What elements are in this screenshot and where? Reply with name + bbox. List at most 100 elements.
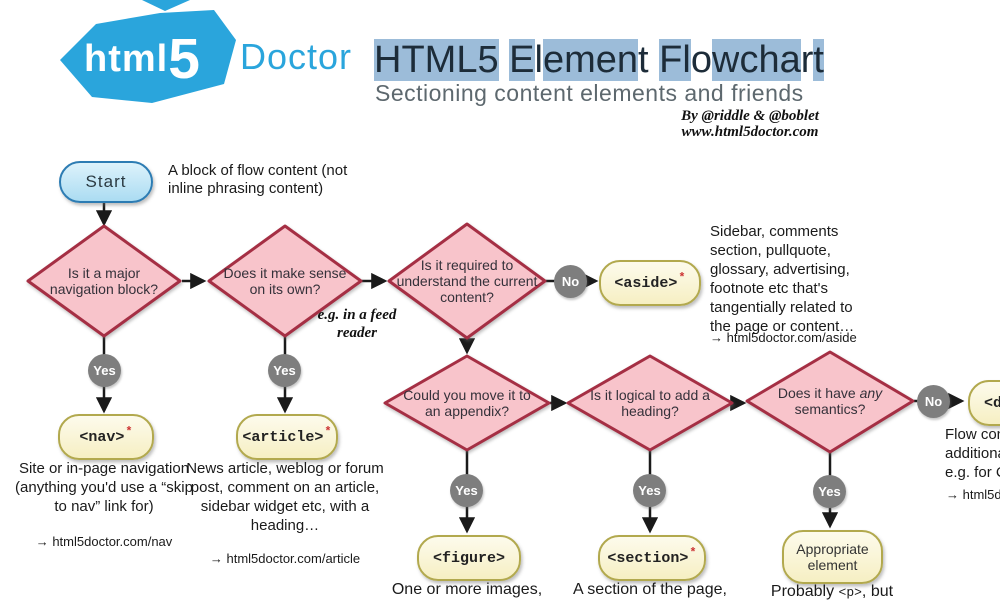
title-segment [649,39,660,81]
appropriate-line1: Appropriate [796,541,869,557]
article-node-label: <article>* [242,426,331,446]
logo-top-sliver [142,0,190,11]
diamond-article-question [207,224,363,338]
article-asterisk: * [324,424,332,439]
byline-site: www.html5doctor.com [681,124,819,140]
appropriate-line2: element [807,557,858,573]
div-node: <div> [968,380,1000,426]
section-asterisk: * [689,545,697,560]
div-desc-line2: additiona [945,445,1000,462]
title-segment: eme [542,39,617,81]
appropriate-desc-code: <p> [838,585,862,600]
semantics-q-pre: Does it have [777,385,860,401]
semantics-question-text: Does it have any semantics? [760,385,900,417]
div-desc-line1: Flow con [945,426,1000,443]
div-node-label: <div> [984,394,1000,412]
div-description: Flow con additiona e.g. for C [945,425,1000,482]
nav-node: <nav>* [58,414,154,460]
logo-hexagon [60,10,236,103]
semantics-q-post: semantics? [794,401,866,417]
logo-html5-text: html5 [84,26,200,92]
appropriate-element-node: Appropriate element [782,530,883,584]
yes-badge-section: Yes [633,474,666,507]
page-title: HTML5 Element Flowchart [374,39,824,82]
title-segment: H [374,39,402,81]
figure-description: One or more images, [391,581,543,598]
aside-node: <aside>* [599,260,701,306]
aside-tag: <aside> [614,274,678,292]
section-question-text: Is it logical to add a heading? [590,387,710,419]
nav-link: → html5doctor.com/nav [35,534,173,549]
title-segment: a [779,39,801,81]
appropriate-description: Probably <p>, but [771,582,893,600]
article-tag: <article> [242,428,324,446]
aside-link: → html5doctor.com/aside [710,330,857,345]
div-desc-line3: e.g. for C [945,464,1000,481]
aside-question-text: Is it required to understand the current… [396,257,538,305]
diamond-semantics-question [745,350,915,454]
logo-5-part: 5 [168,27,200,91]
appropriate-desc-post: , but [861,583,894,600]
diamond-aside-question [387,222,547,340]
figure-node: <figure> [417,535,521,581]
aside-node-label: <aside>* [614,272,685,292]
title-segment: L [456,39,478,81]
title-segment: r [800,39,814,81]
nav-description: Site or in-page navigation (anything you… [15,460,193,515]
start-label: Start [85,172,127,191]
feed-reader-note: e.g. in a feed reader [317,307,397,341]
diamond-section-question [566,354,734,452]
title-segment: w [711,39,740,81]
div-link: → html5d [946,487,1000,502]
title-segment: o [690,39,712,81]
diamond-figure-question [383,354,551,452]
section-node: <section>* [598,535,706,581]
article-description: News article, weblog or forum post, comm… [186,460,384,534]
nav-asterisk: * [125,424,133,439]
start-node: Start [59,161,153,203]
semantics-q-italic: any [859,385,883,401]
article-question-text: Does it make sense on its own? [223,265,347,297]
nav-tag: <nav> [79,428,125,446]
title-segment: T [401,39,425,81]
decision-diamonds [26,222,915,454]
title-segment: n [616,39,639,81]
title-segment: E [509,39,535,81]
section-node-label: <section>* [607,547,696,567]
no-badge-div: No [917,385,950,418]
yes-badge-figure: Yes [450,474,483,507]
title-segment: l [682,39,691,81]
title-segment: 5 [477,39,499,81]
yes-badge-article: Yes [268,354,301,387]
nav-question-text: Is it a major navigation block? [49,265,159,297]
html5-logo-badge [60,0,236,103]
section-description: A section of the page, [573,581,727,598]
section-tag: <section> [607,549,689,567]
article-link: → html5doctor.com/article [209,551,361,566]
byline: By @riddle & @boblet www.html5doctor.com [635,108,865,140]
title-segment [499,39,510,81]
diamond-nav-question [26,224,182,338]
title-segment: l [534,39,543,81]
byline-authors: By @riddle & @boblet [681,108,819,124]
nav-node-label: <nav>* [79,426,132,446]
logo-html-part: html [84,38,169,80]
page-subtitle: Sectioning content elements and friends [375,80,804,106]
start-note: A block of flow content (not inline phra… [168,162,348,197]
logo-wordmark: Doctor [240,36,353,77]
article-node: <article>* [236,414,338,460]
figure-question-text: Could you move it to an appendix? [403,387,531,419]
yes-badge-nav: Yes [88,354,121,387]
title-segment: t [813,39,824,81]
title-segment: t [638,39,649,81]
figure-node-label: <figure> [432,549,505,567]
no-badge-aside: No [554,265,587,298]
title-segment: F [659,39,683,81]
appropriate-desc-pre: Probably [770,583,839,600]
aside-asterisk: * [678,270,686,285]
title-segment: M [424,39,457,81]
title-segment: ch [739,39,780,81]
yes-badge-element: Yes [813,475,846,508]
